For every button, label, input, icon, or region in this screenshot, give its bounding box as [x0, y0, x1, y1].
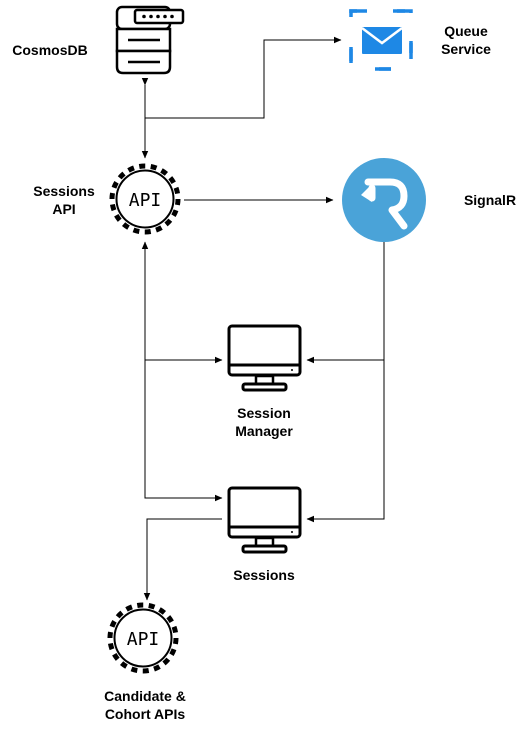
database-server-icon	[115, 5, 185, 75]
edge-signalr-sessions	[306, 360, 385, 523]
signalr-logo-icon	[342, 158, 426, 242]
edge-sessions-api-sessions	[144, 360, 223, 502]
api-gear-text: API	[127, 629, 160, 650]
cosmosdb-label: CosmosDB	[12, 42, 88, 58]
monitor-icon	[227, 324, 302, 392]
edge-sessions-candidate-apis	[143, 518, 222, 601]
connectors	[141, 36, 385, 601]
sessions-label: Sessions	[233, 567, 295, 583]
queue-envelope-icon	[349, 9, 413, 71]
candidate-cohort-apis-label: Candidate & Cohort APIs	[104, 688, 186, 722]
monitor-icon	[227, 486, 302, 554]
sessions-api-label: Sessions API	[33, 183, 95, 217]
api-gear-icon: API	[109, 163, 181, 235]
edge-signalr-session-manager	[306, 242, 385, 364]
session-manager-label: Session Manager	[235, 405, 293, 439]
api-gear-icon: API	[107, 602, 179, 674]
signalr-label: SignalR	[463, 192, 517, 208]
queue-service-label: Queue Service	[441, 23, 491, 57]
edge-sessions-api-queue	[145, 36, 342, 119]
api-gear-text: API	[129, 190, 162, 211]
